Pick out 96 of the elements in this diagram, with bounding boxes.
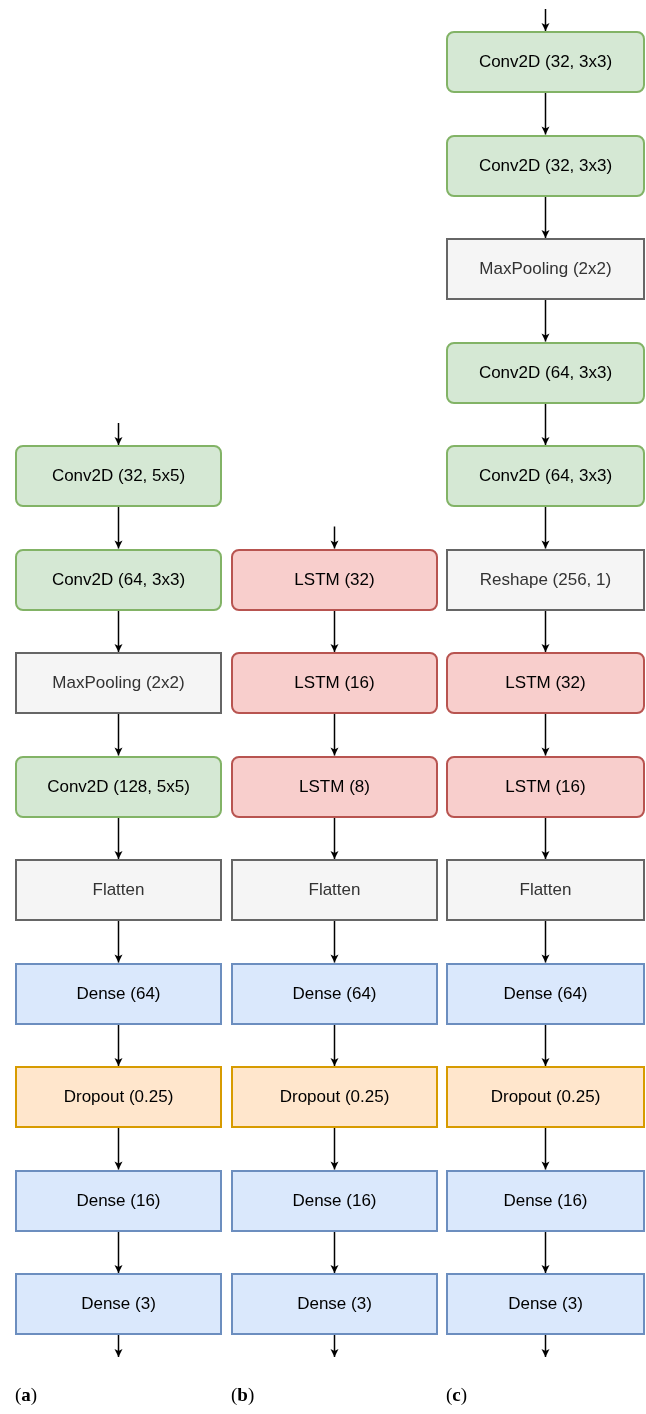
layer-label: Conv2D (128, 5x5) [47, 775, 190, 798]
layer-label: Dense (16) [76, 1189, 161, 1212]
arrow [541, 713, 550, 757]
arrow [541, 1023, 550, 1067]
layer-box [231, 962, 438, 1025]
layer-label: Conv2D (32, 3x3) [478, 154, 613, 177]
arrow [330, 609, 339, 653]
arrow [114, 506, 123, 550]
layer-box [15, 962, 222, 1025]
layer-label: Conv2D (64, 3x3) [51, 568, 186, 591]
layer-label: Conv2D (64, 3x3) [478, 361, 613, 384]
layer-box [446, 31, 645, 93]
arrow [541, 402, 550, 446]
arrow [114, 713, 123, 757]
layer-box [446, 1066, 645, 1128]
layer-box [15, 1273, 222, 1335]
arrow [541, 920, 550, 964]
layer-label: Dropout (0.25) [63, 1086, 174, 1109]
panel-label: (b) [231, 1383, 255, 1407]
arrow [114, 1023, 123, 1067]
layer-box [231, 548, 438, 611]
layer-box [231, 652, 438, 714]
layer-box [15, 755, 222, 818]
layer-box [231, 859, 438, 921]
arrow [114, 1230, 123, 1274]
layer-label: Dense (3) [297, 1293, 372, 1316]
arrow [114, 422, 123, 446]
arrow [114, 1334, 123, 1358]
layer-box [446, 238, 645, 300]
panel-label: (c) [446, 1383, 468, 1407]
layer-box [15, 1169, 222, 1232]
layer-label: Dense (64) [76, 982, 161, 1005]
arrow [330, 525, 339, 550]
arrow [541, 1127, 550, 1171]
arrow [330, 920, 339, 964]
layer-box [15, 445, 222, 507]
arrow [114, 920, 123, 964]
layer-label: Dense (16) [503, 1189, 588, 1212]
arrow [330, 1127, 339, 1171]
arrow [541, 816, 550, 860]
layer-box [446, 134, 645, 197]
arrow [541, 195, 550, 239]
arrow [330, 816, 339, 860]
arrow [330, 1334, 339, 1358]
layer-label: Flatten [519, 879, 572, 902]
layer-label: LSTM (16) [294, 672, 375, 695]
layer-box [446, 652, 645, 714]
layer-label: LSTM (16) [505, 775, 586, 798]
layer-box [231, 1273, 438, 1335]
layer-box [446, 1169, 645, 1232]
layer-box [446, 859, 645, 921]
layer-label: LSTM (32) [505, 672, 586, 695]
arrow [330, 1023, 339, 1067]
layer-label: LSTM (32) [294, 568, 375, 591]
layer-box [231, 1066, 438, 1128]
panel-label: (a) [15, 1383, 38, 1407]
layer-label: Dropout (0.25) [279, 1086, 390, 1109]
layer-box [446, 548, 645, 611]
layer-label: Conv2D (64, 3x3) [478, 465, 613, 488]
layer-label: Reshape (256, 1) [479, 568, 612, 591]
arrow [541, 1230, 550, 1274]
layer-box [15, 548, 222, 611]
arrow [330, 1230, 339, 1274]
layer-box [446, 1273, 645, 1335]
layer-label: Dense (64) [292, 982, 377, 1005]
arrow [541, 609, 550, 653]
arrow [541, 92, 550, 136]
arrow [541, 299, 550, 343]
arrow [541, 8, 550, 32]
layer-label: Dense (3) [81, 1293, 156, 1316]
layer-label: Flatten [92, 879, 145, 902]
layer-label: LSTM (8) [299, 775, 370, 798]
layer-label: MaxPooling (2x2) [52, 672, 185, 695]
layer-label: Dense (3) [508, 1293, 583, 1316]
layer-box [15, 859, 222, 921]
layer-label: Dense (64) [503, 982, 588, 1005]
layer-box [446, 962, 645, 1025]
layer-box [15, 652, 222, 714]
layer-box [231, 1169, 438, 1232]
layer-box [231, 755, 438, 818]
layer-label: Dropout (0.25) [490, 1086, 601, 1109]
layer-box [446, 341, 645, 404]
layer-label: Conv2D (32, 3x3) [478, 51, 613, 74]
arrow [330, 713, 339, 757]
layer-label: Flatten [308, 879, 361, 902]
arrow [114, 816, 123, 860]
arrow [541, 1334, 550, 1358]
arrow [114, 1127, 123, 1171]
arrow [541, 506, 550, 550]
layer-label: Conv2D (32, 5x5) [51, 465, 186, 488]
layer-label: Dense (16) [292, 1189, 377, 1212]
layer-box [446, 755, 645, 818]
layer-label: MaxPooling (2x2) [479, 258, 612, 281]
layer-box [15, 1066, 222, 1128]
arrow [114, 609, 123, 653]
layer-box [446, 445, 645, 507]
